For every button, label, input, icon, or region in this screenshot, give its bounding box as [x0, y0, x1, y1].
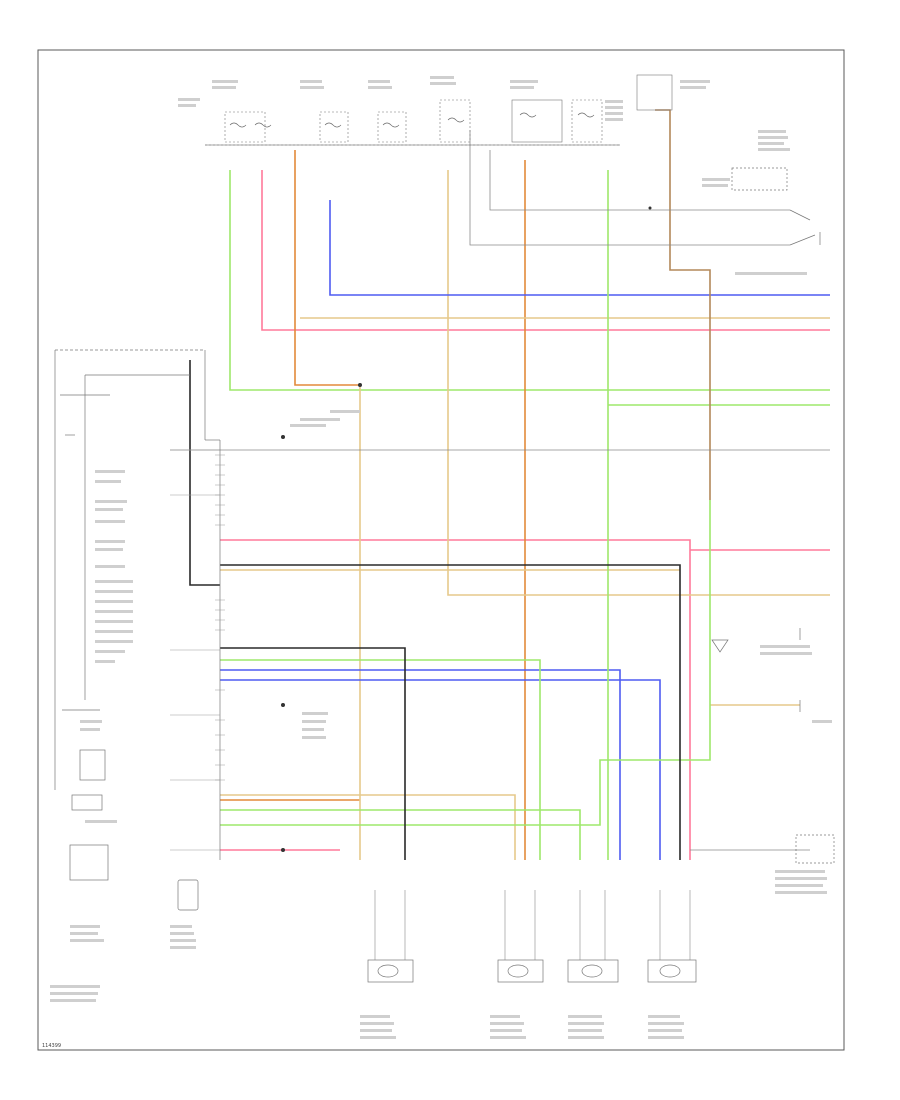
wheel-speed-sensor-front-right	[647, 959, 697, 983]
control-module	[54, 349, 221, 911]
wire-brown-1	[655, 109, 711, 500]
wire-black-3	[189, 360, 220, 586]
wire-blue-1	[329, 200, 830, 296]
splice-points	[281, 206, 652, 852]
wire-green-3	[220, 500, 711, 826]
wire-layer	[170, 109, 830, 860]
wire-orange-1	[294, 150, 360, 386]
wire-blue-2	[220, 669, 621, 860]
wire-green-5	[220, 809, 581, 860]
fuse-symbols	[229, 112, 595, 128]
wire-gray-3	[489, 150, 790, 211]
wire-blue-3	[220, 679, 661, 860]
wheel-speed-sensor-rear-right	[567, 959, 619, 983]
wire-tan-4	[220, 794, 516, 860]
wire-green-1	[229, 170, 830, 391]
wheel-speed-sensor-rear-left	[497, 959, 544, 983]
right-components	[711, 167, 835, 864]
fuse-relay-block	[205, 74, 673, 146]
wire-pink-1	[261, 170, 830, 331]
wire-black-1	[220, 564, 681, 860]
wire-tan-2	[447, 170, 830, 596]
illegible-labels	[50, 76, 832, 1039]
wire-pink-2	[220, 539, 691, 860]
wire-green-4	[220, 659, 541, 860]
diagram-frame	[37, 49, 845, 1051]
wire-black-2	[220, 647, 406, 860]
connector-pins	[170, 449, 225, 851]
wheel-speed-sensor-front-left	[367, 959, 414, 983]
wire-gray-2	[469, 130, 790, 246]
page-id: 114399	[42, 1043, 61, 1049]
sensor-leads	[374, 890, 691, 960]
